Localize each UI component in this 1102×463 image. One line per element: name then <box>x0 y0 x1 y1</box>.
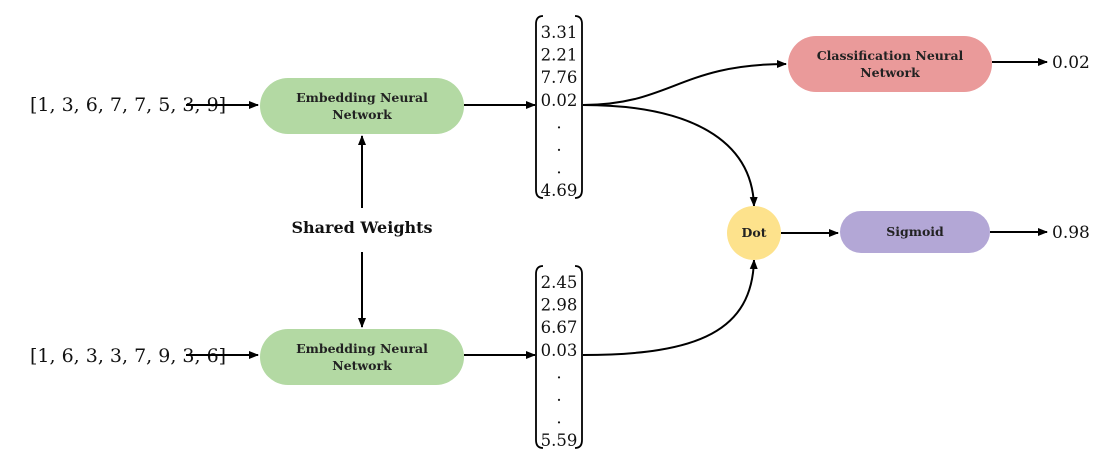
arrow-bottom-vector-to-dot <box>582 259 758 356</box>
embedding-network-bottom-box <box>260 329 464 385</box>
classification-label-line1: Classification Neural <box>817 48 964 63</box>
sigmoid-node-box <box>840 211 990 253</box>
embedding-network-bottom: Embedding Neural Network <box>260 329 464 385</box>
bottom-vector-left-bracket <box>535 265 544 449</box>
classification-output-value: 0.02 <box>1052 53 1090 73</box>
top-vector-entry: 0.02 <box>541 91 578 110</box>
top-vector-entry: . <box>556 113 561 132</box>
top-vector-entry: 2.21 <box>541 46 578 65</box>
dot-node: Dot <box>727 206 781 260</box>
bottom-vector-entry: . <box>556 386 561 405</box>
embedding-network-top-box <box>260 78 464 134</box>
bottom-vector-entry: 0.03 <box>541 341 578 360</box>
classification-network-box <box>788 36 992 92</box>
bottom-vector-entry: 6.67 <box>541 318 578 337</box>
bottom-vector-entry: 5.59 <box>541 431 578 450</box>
embedding-bottom-label-line2: Network <box>332 358 392 373</box>
shared-weights-label: Shared Weights <box>291 218 432 237</box>
arrow-top-vector-to-dot <box>582 104 758 207</box>
bottom-vector-entry: . <box>556 363 561 382</box>
bottom-input-sequence: [1, 6, 3, 3, 7, 9, 3, 6] <box>30 345 226 367</box>
dot-label: Dot <box>742 225 767 240</box>
classification-network: Classification Neural Network <box>788 36 992 92</box>
arrow-top-vector-to-classification <box>582 60 787 106</box>
bottom-vector-entry: 2.45 <box>541 273 578 292</box>
embedding-bottom-label-line1: Embedding Neural <box>296 341 428 356</box>
top-vector-entry: 3.31 <box>541 23 578 42</box>
top-vector-right-bracket <box>574 15 583 199</box>
sigmoid-output-value: 0.98 <box>1052 223 1090 243</box>
bottom-embedding-vector: 2.45 2.98 6.67 0.03... 5.59 <box>535 265 583 450</box>
embedding-top-label-line2: Network <box>332 107 392 122</box>
dot-node-circle <box>727 206 781 260</box>
top-vector-entry: 4.69 <box>541 181 578 200</box>
top-vector-entry: . <box>556 159 561 178</box>
embedding-top-label-line1: Embedding Neural <box>296 90 428 105</box>
top-input-sequence: [1, 3, 6, 7, 7, 5, 3, 9] <box>30 94 226 116</box>
sigmoid-node: Sigmoid <box>840 211 990 253</box>
classification-label-line2: Network <box>860 65 920 80</box>
sigmoid-label: Sigmoid <box>886 224 944 239</box>
top-embedding-vector: 3.31 2.21 7.76 0.02... 4.69 <box>535 15 583 200</box>
embedding-network-top: Embedding Neural Network <box>260 78 464 134</box>
bottom-vector-right-bracket <box>574 265 583 449</box>
bottom-vector-entry: . <box>556 409 561 428</box>
top-vector-entry: . <box>556 136 561 155</box>
top-vector-left-bracket <box>535 15 544 199</box>
bottom-vector-entry: 2.98 <box>541 296 578 315</box>
top-vector-entry: 7.76 <box>541 68 578 87</box>
